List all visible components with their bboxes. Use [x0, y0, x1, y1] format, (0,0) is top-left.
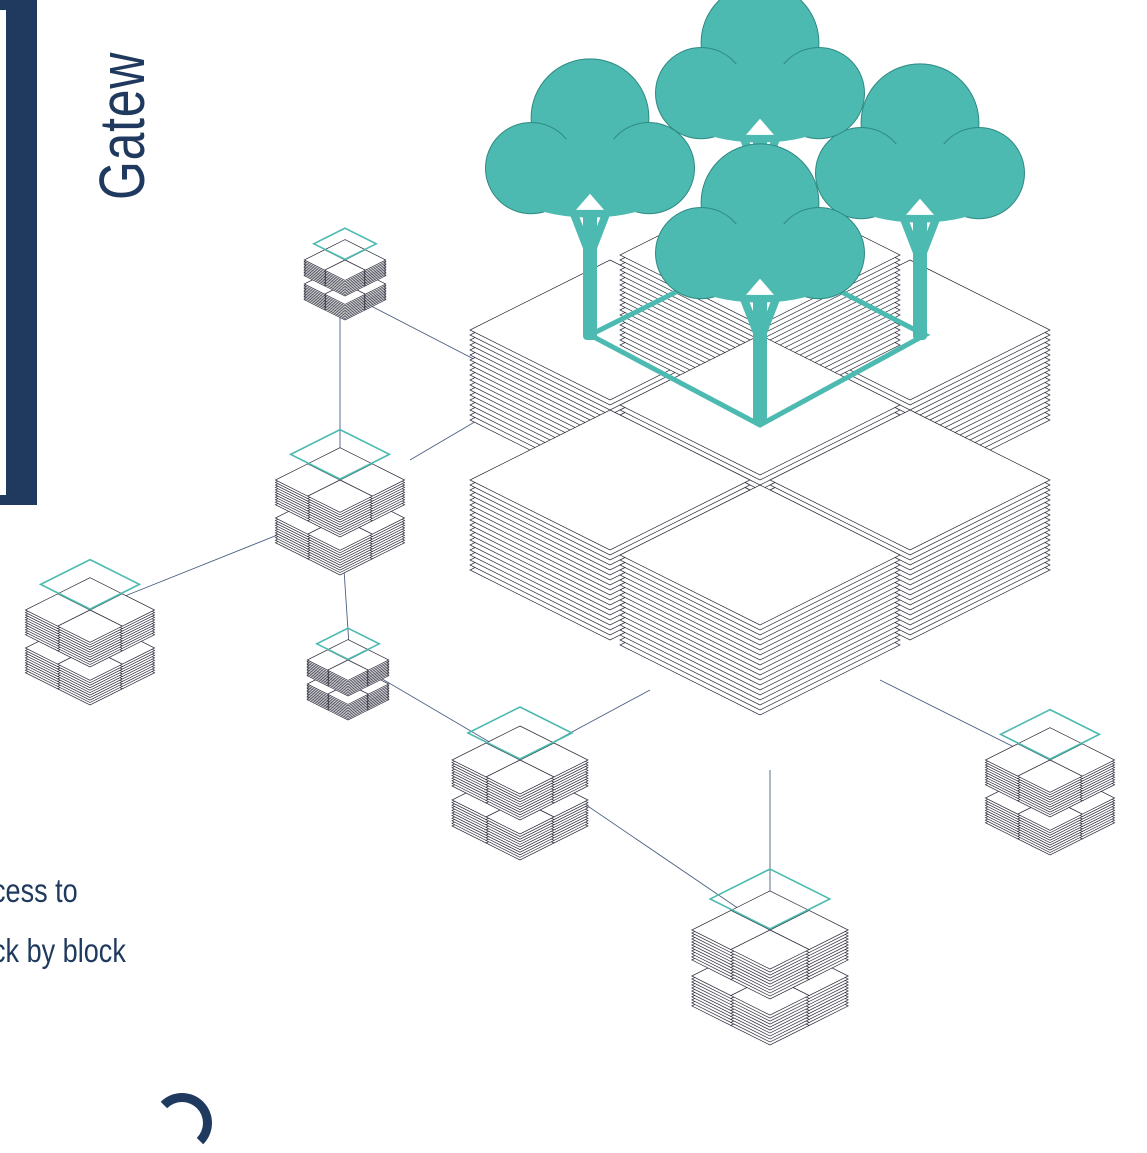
tree-icon: [815, 63, 1026, 340]
stacked-block-icon: [306, 479, 374, 538]
block-cluster-icon: [691, 868, 849, 1046]
block-cluster-icon: [274, 428, 406, 576]
stacked-block-icon: [56, 609, 124, 668]
blockchain-illustration: [24, 0, 1116, 1046]
stacked-block-icon: [619, 484, 901, 716]
cropped-title-glyphs: [0, 0, 16, 505]
tree-icon: [484, 58, 696, 340]
stacked-block-icon: [485, 759, 555, 821]
block-cluster-icon: [24, 558, 156, 706]
block-cluster-icon: [984, 708, 1116, 856]
body-text-line-1: cess to: [0, 872, 78, 909]
tree-icon: [655, 0, 866, 250]
stacked-block-icon: [1016, 759, 1084, 818]
block-cluster-icon: [303, 227, 387, 321]
block-cluster-icon: [306, 627, 390, 721]
stacked-block-icon: [323, 259, 367, 297]
stacked-block-icon: [306, 517, 374, 576]
stacked-block-icon: [730, 929, 810, 1000]
block-layer: [24, 184, 1116, 1046]
block-cluster-icon: [451, 706, 589, 861]
tree-icon: [655, 143, 866, 425]
tree-layer: [484, 0, 1026, 428]
vertical-title-bar: [0, 0, 37, 505]
stacked-block-icon: [1016, 797, 1084, 856]
stacked-block-icon: [326, 659, 370, 697]
body-text-line-2: ck by block: [0, 932, 126, 969]
title-accent-stripe: [16, 0, 37, 505]
